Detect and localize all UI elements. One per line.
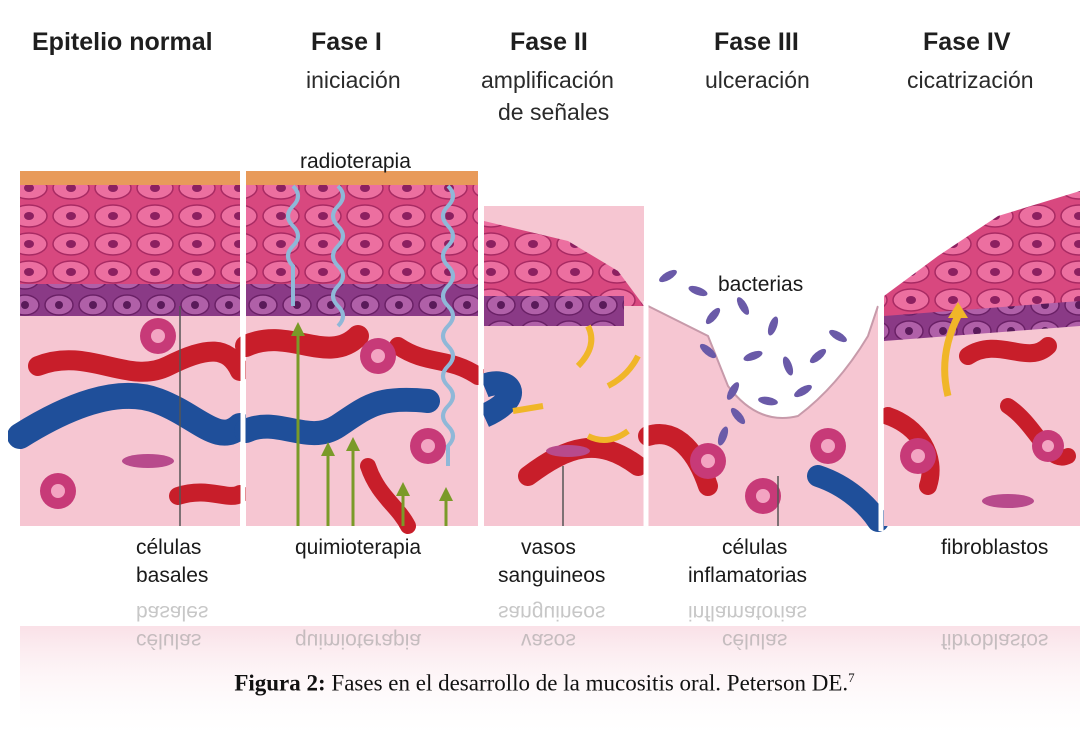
label-quimioterapia: quimioterapia — [295, 534, 421, 562]
panel-fase-ii — [484, 206, 644, 526]
phase-title-fase-iv: Fase IV — [923, 28, 1011, 57]
reflection-celulas: células — [136, 626, 201, 654]
label-fibroblastos: fibroblastos — [941, 534, 1048, 562]
caption-label: Figura 2: — [234, 671, 325, 696]
figure-frame: Epitelio normal Fase I Fase II Fase III … — [8, 6, 1080, 741]
label-celulas-inflamatorias-1: células — [722, 534, 787, 562]
label-inflamatorias: inflamatorias — [688, 562, 807, 590]
phase-title-fase-iii: Fase III — [714, 28, 799, 57]
reflection-quimioterapia: quimioterapia — [295, 626, 421, 654]
phase-sub-fase-iv: cicatrización — [907, 64, 1034, 96]
phase-sub-fase-ii: amplificación — [481, 64, 614, 96]
reflection-vasos: vasos — [521, 626, 576, 654]
phase-title-normal: Epitelio normal — [32, 28, 213, 57]
reflection-celulas-2: células — [722, 626, 787, 654]
figure-caption: Figura 2: Fases en el desarrollo de la m… — [0, 670, 1089, 697]
reflection-sanguineos: sanguineos — [498, 598, 605, 626]
panel-fase-iv — [884, 191, 1080, 526]
panel-normal — [20, 171, 240, 526]
label-vasos: vasos — [521, 534, 576, 562]
panel-fase-i — [246, 171, 478, 526]
label-bacterias: bacterias — [718, 271, 803, 299]
caption-reference: 7 — [848, 670, 855, 685]
caption-text: Fases en el desarrollo de la mucositis o… — [326, 671, 849, 696]
phase-sub-fase-i: iniciación — [306, 64, 401, 96]
reflection-basales: basales — [136, 598, 208, 626]
reflection-fibroblastos: fibroblastos — [941, 626, 1048, 654]
phase-title-fase-i: Fase I — [311, 28, 382, 57]
phase-sub-fase-iii: ulceración — [705, 64, 810, 96]
reflection-inflamatorias: inflamatorias — [688, 598, 807, 626]
panel-fase-iii — [648, 268, 878, 526]
label-celulas: células — [136, 534, 201, 562]
label-radioterapia: radioterapia — [300, 148, 411, 176]
label-sanguineos: sanguineos — [498, 562, 605, 590]
phase-sub-fase-ii-2: de señales — [498, 96, 609, 128]
phase-title-fase-ii: Fase II — [510, 28, 588, 57]
label-basales: basales — [136, 562, 208, 590]
